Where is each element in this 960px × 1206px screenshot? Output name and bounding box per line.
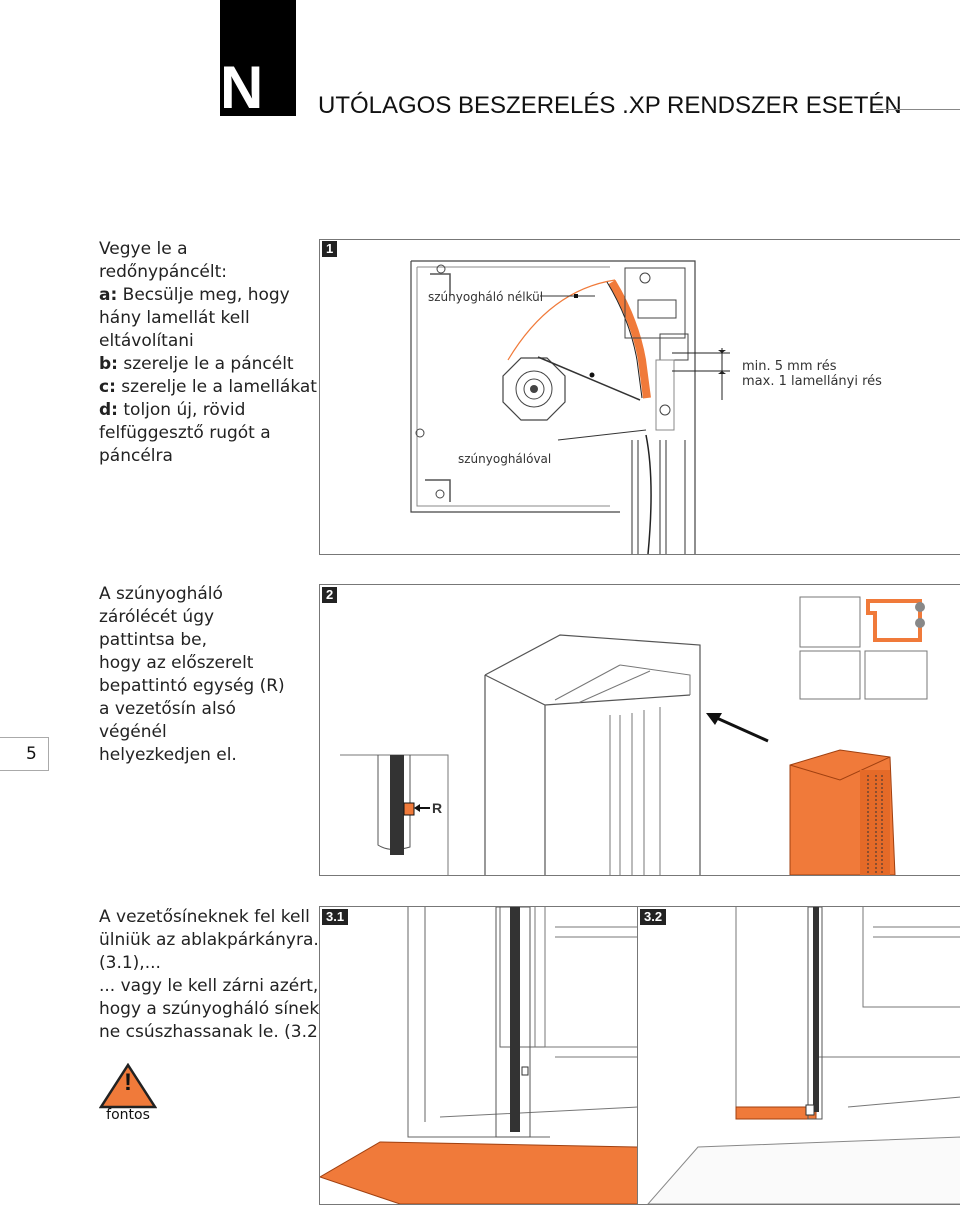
text-line: a vezetősín alsó <box>99 699 236 719</box>
text-line: A szúnyogháló <box>99 584 223 604</box>
guide-rail-drawing <box>340 596 928 875</box>
marker-r: R <box>432 800 443 816</box>
figure-1-badge: 1 <box>322 241 338 257</box>
figure-3-2-badge: 3.2 <box>640 909 667 925</box>
step-key: a: <box>99 285 118 305</box>
step-line: a: Becsülje meg, hogy <box>99 284 319 307</box>
step-key: d: <box>99 400 118 420</box>
step-key: b: <box>99 354 118 374</box>
text-line: (3.1),... <box>99 953 161 973</box>
text-line: hogy a szúnyogháló sínek <box>99 999 320 1019</box>
sill-drawing-1 <box>320 907 638 1204</box>
step-line: c: szerelje le a lamellákat <box>99 376 319 399</box>
figure-1-panel: 1 <box>319 239 960 555</box>
section2-text: A szúnyogháló zárólécét úgy pattintsa be, h… <box>99 583 314 767</box>
step-text: szerelje le a páncélt <box>117 354 294 374</box>
page-title: UTÓLAGOS BESZERELÉS .XP RENDSZER ESETÉN <box>318 92 902 119</box>
step-text: felfüggesztő rugót a <box>99 423 271 443</box>
figure-3-1-badge: 3.1 <box>322 909 349 925</box>
figure-3-1-panel: 3.1 <box>319 906 639 1205</box>
page-number-box <box>0 737 49 771</box>
step-line: d: toljon új, rövid <box>99 399 319 422</box>
chapter-tab: N <box>220 0 296 121</box>
text-line: pattintsa be, <box>99 630 208 650</box>
label-without-net: szúnyogháló nélkül <box>428 290 544 304</box>
step-text: toljon új, rövid <box>117 400 246 420</box>
section1-intro: Vegye le a redőnypáncélt: <box>99 239 228 282</box>
sill-drawing-2 <box>647 907 960 1204</box>
gap-min-label: min. 5 mm rés <box>742 359 837 374</box>
step-text: hány lamellát kell <box>99 308 250 328</box>
warning-label: fontos <box>106 1107 150 1123</box>
step-text: eltávolítani <box>99 331 194 351</box>
warning-symbol: ! <box>124 1069 132 1096</box>
text-line: helyezkedjen el. <box>99 745 237 765</box>
label-with-net: szúnyoghálóval <box>458 452 552 466</box>
warning-icon <box>98 1062 158 1109</box>
text-line: bepattintó egység (R) <box>99 676 285 696</box>
step-line: eltávolítani <box>99 330 319 353</box>
page-number: 5 <box>26 744 37 764</box>
step-line: b: szerelje le a páncélt <box>99 353 319 376</box>
step-line: felfüggesztő rugót a <box>99 422 319 445</box>
text-line: ne csúszhassanak le. (3.2) <box>99 1022 325 1042</box>
section3-text: A vezetősíneknek fel kell ülniük az ablak… <box>99 906 325 1044</box>
figure-2-badge: 2 <box>322 587 338 603</box>
roller-box-drawing <box>410 260 730 554</box>
text-line: ... vagy le kell zárni azért, <box>99 976 319 996</box>
warning-block: ! fontos <box>98 1062 158 1123</box>
step-key: c: <box>99 377 116 397</box>
step-text: szerelje le a lamellákat <box>115 377 317 397</box>
figure-2-panel: 2 R <box>319 584 960 876</box>
step-line: hány lamellát kell <box>99 307 319 330</box>
text-line: hogy az előszerelt <box>99 653 254 673</box>
step-line: páncélra <box>99 445 319 468</box>
chapter-letter: N <box>220 54 263 121</box>
text-line: A vezetősíneknek fel kell <box>99 907 310 927</box>
figure-3-2-panel: 3.2 <box>637 906 960 1205</box>
title-rule <box>876 109 960 110</box>
gap-max-label: max. 1 lamellányi rés <box>742 374 882 389</box>
step-text: Becsülje meg, hogy <box>117 285 290 305</box>
section1-text: Vegye le a redőnypáncélt: a: Becsülje me… <box>99 238 319 468</box>
text-line: zárólécét úgy <box>99 607 215 627</box>
text-line: végénél <box>99 722 167 742</box>
text-line: ülniük az ablakpárkányra. <box>99 930 319 950</box>
step-text: páncélra <box>99 446 173 466</box>
